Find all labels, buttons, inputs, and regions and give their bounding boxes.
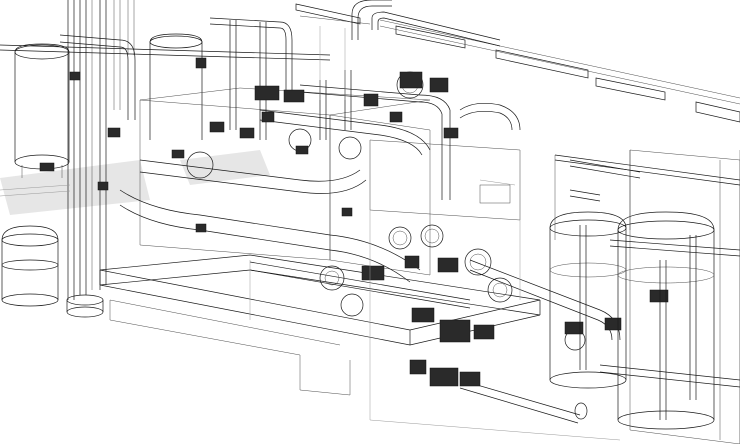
main-skid-frame bbox=[99, 254, 541, 396]
structure-lines bbox=[0, 26, 621, 441]
right-pipe-rack bbox=[554, 154, 740, 420]
cable-trays bbox=[295, 3, 740, 123]
tank-upper-left bbox=[14, 43, 70, 178]
floor-shadows bbox=[0, 150, 270, 215]
tank-right-front bbox=[549, 211, 627, 389]
valve-clusters bbox=[39, 57, 669, 387]
tank-upper-center bbox=[149, 33, 203, 140]
tank-right-rear bbox=[617, 149, 740, 444]
riser-pipes-center bbox=[319, 0, 501, 140]
tank-lower-left bbox=[1, 225, 59, 307]
